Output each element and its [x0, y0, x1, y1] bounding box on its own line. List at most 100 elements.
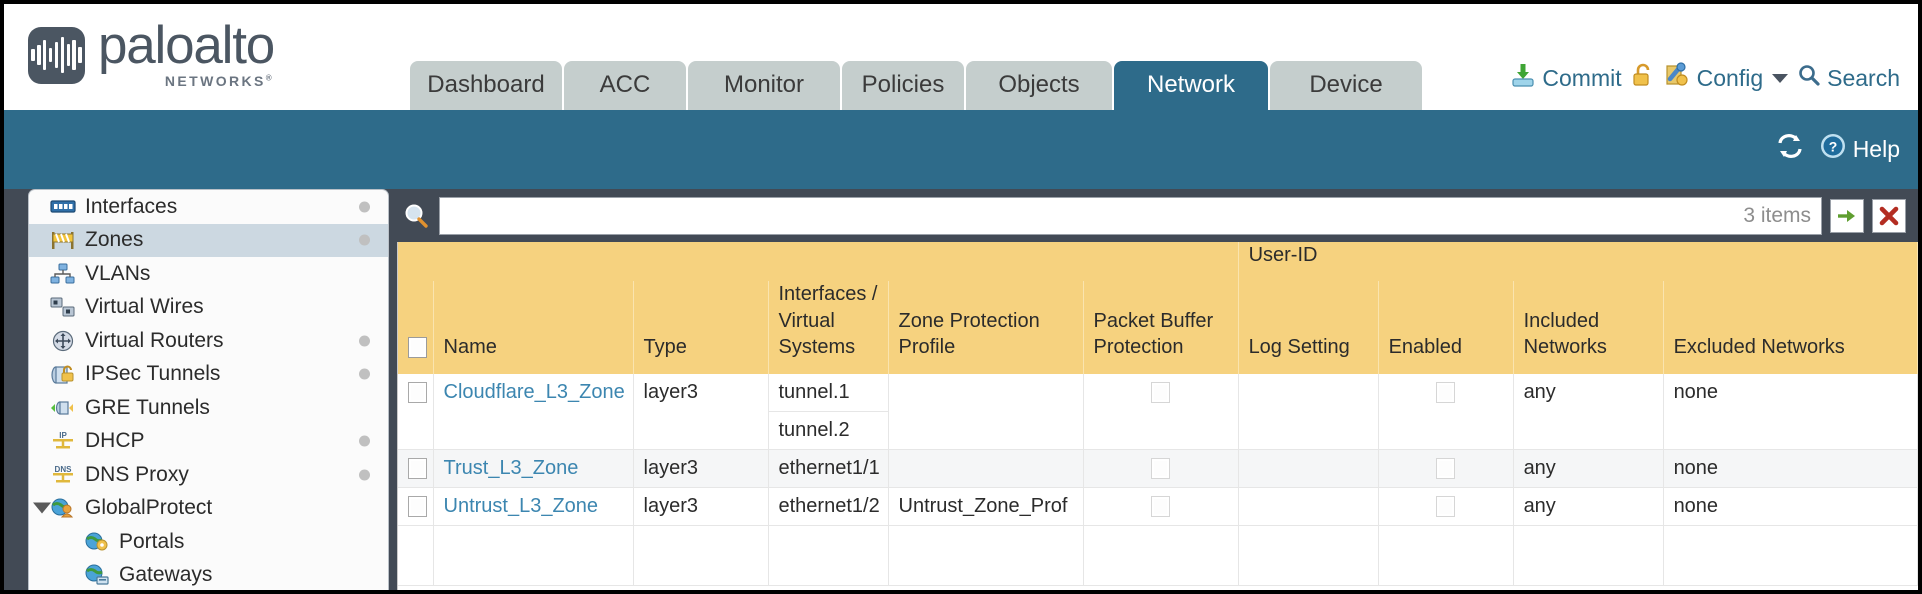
interfaces-icon: [50, 196, 76, 218]
svg-text:IP: IP: [59, 431, 67, 440]
row-select-cell[interactable]: [398, 449, 434, 488]
zones-icon: [50, 229, 76, 251]
cell-packet-buffer-protection[interactable]: [1083, 373, 1239, 450]
lock-button[interactable]: [1631, 62, 1655, 94]
refresh-icon[interactable]: [1775, 133, 1805, 165]
cell-name[interactable]: Cloudflare_L3_Zone: [433, 373, 634, 450]
status-dot: [359, 368, 370, 380]
apply-filter-button[interactable]: [1830, 198, 1864, 233]
table-row[interactable]: Untrust_L3_Zone layer3 ethernet1/2 Untru…: [398, 487, 1918, 526]
commit-button[interactable]: Commit: [1510, 62, 1622, 94]
sidebar-item-dhcp[interactable]: IP DHCP: [29, 425, 388, 459]
tab-objects[interactable]: Objects: [966, 61, 1112, 110]
packet-buffer-protection-checkbox[interactable]: [1151, 495, 1171, 517]
table-row[interactable]: Cloudflare_L3_Zone layer3 tunnel.1 tunne…: [398, 373, 1918, 450]
tab-policies[interactable]: Policies: [842, 61, 964, 110]
sidebar-item-virtual-wires[interactable]: Virtual Wires: [29, 291, 388, 325]
search-label: Search: [1827, 64, 1900, 91]
cell-included-networks: any: [1513, 487, 1664, 526]
tab-monitor[interactable]: Monitor: [688, 61, 840, 110]
sidebar-item-gre-tunnels[interactable]: GRE Tunnels: [29, 391, 388, 425]
cell-userid-enabled[interactable]: [1378, 449, 1514, 488]
row-select-cell[interactable]: [398, 487, 434, 526]
column-header-packet-buffer-protection[interactable]: Packet Buffer Protection: [1083, 281, 1239, 374]
column-header-excluded-networks[interactable]: Excluded Networks: [1663, 281, 1918, 374]
sidebar-item-label: VLANs: [85, 261, 151, 285]
column-header-type[interactable]: Type: [633, 281, 769, 374]
config-menu[interactable]: Config: [1664, 62, 1789, 94]
cell-excluded-networks: none: [1663, 487, 1918, 526]
cell-interfaces: tunnel.1 tunnel.2: [768, 373, 889, 450]
items-count-label: 3 items: [1743, 203, 1811, 227]
chevron-down-icon[interactable]: [1772, 73, 1789, 83]
cell-userid-enabled[interactable]: [1378, 373, 1514, 450]
zones-table: User-ID Name Type Interfaces / Virtual S…: [398, 242, 1918, 586]
sidebar-item-interfaces[interactable]: Interfaces: [29, 190, 388, 224]
cell-zone-protection-profile: [888, 373, 1084, 450]
sidebar-item-ipsec-tunnels[interactable]: IPSec Tunnels: [29, 358, 388, 392]
column-header-name[interactable]: Name: [433, 281, 634, 374]
zone-link[interactable]: Trust_L3_Zone: [443, 456, 579, 479]
select-all-checkbox[interactable]: [408, 337, 427, 359]
help-button[interactable]: ? Help: [1819, 132, 1900, 166]
userid-enabled-checkbox[interactable]: [1436, 495, 1456, 517]
zone-link[interactable]: Cloudflare_L3_Zone: [443, 380, 625, 403]
column-header-interfaces[interactable]: Interfaces / Virtual Systems: [768, 281, 889, 374]
sidebar-item-label: DHCP: [85, 429, 145, 453]
tab-dashboard[interactable]: Dashboard: [410, 61, 562, 110]
row-checkbox[interactable]: [408, 457, 427, 479]
cell-packet-buffer-protection[interactable]: [1083, 487, 1239, 526]
sidebar-item-vlans[interactable]: VLANs: [29, 257, 388, 291]
table-row[interactable]: Trust_L3_Zone layer3 ethernet1/1: [398, 449, 1918, 488]
status-dot: [359, 335, 370, 347]
tab-acc[interactable]: ACC: [564, 61, 686, 110]
row-checkbox[interactable]: [408, 495, 427, 517]
status-dot: [359, 469, 370, 481]
cell-interfaces: ethernet1/2: [768, 487, 889, 526]
search-input[interactable]: 3 items: [439, 196, 1822, 235]
sidebar-item-zones[interactable]: Zones: [29, 223, 388, 257]
cell-zone-protection-profile: Untrust_Zone_Prof: [888, 487, 1084, 526]
column-header-enabled[interactable]: Enabled: [1378, 281, 1514, 374]
sidebar-item-label: Zones: [85, 228, 144, 252]
svg-text:?: ?: [1828, 139, 1837, 155]
filter-search-icon[interactable]: [401, 201, 431, 231]
filler-cell: [433, 525, 634, 586]
cell-name[interactable]: Untrust_L3_Zone: [433, 487, 634, 526]
userid-enabled-checkbox[interactable]: [1436, 381, 1456, 403]
column-header-included-networks[interactable]: Included Networks: [1513, 281, 1664, 374]
cell-packet-buffer-protection[interactable]: [1083, 449, 1239, 488]
sidebar-item-label: Gateways: [119, 563, 213, 587]
tab-device[interactable]: Device: [1270, 61, 1422, 110]
cell-userid-enabled[interactable]: [1378, 487, 1514, 526]
sidebar-item-virtual-routers[interactable]: Virtual Routers: [29, 324, 388, 358]
svg-text:DNS: DNS: [55, 465, 73, 474]
search-button[interactable]: Search: [1797, 63, 1900, 93]
packet-buffer-protection-checkbox[interactable]: [1151, 381, 1171, 403]
cell-excluded-networks: none: [1663, 373, 1918, 450]
column-header-log-setting[interactable]: Log Setting: [1238, 281, 1379, 374]
row-checkbox[interactable]: [408, 381, 427, 403]
interface-entry: tunnel.1: [768, 374, 888, 412]
filler-cell: [1083, 525, 1239, 586]
packet-buffer-protection-checkbox[interactable]: [1151, 457, 1171, 479]
select-all-header[interactable]: [398, 281, 434, 374]
sidebar-item-globalprotect[interactable]: GlobalProtect: [29, 492, 388, 526]
userid-enabled-checkbox[interactable]: [1436, 457, 1456, 479]
tab-network[interactable]: Network: [1114, 61, 1268, 110]
cell-included-networks: any: [1513, 449, 1664, 488]
column-header-zone-protection-profile[interactable]: Zone Protection Profile: [888, 281, 1084, 374]
commit-label: Commit: [1542, 64, 1622, 91]
clear-filter-button[interactable]: [1872, 198, 1906, 233]
sidebar-item-dns-proxy[interactable]: DNS DNS Proxy: [29, 458, 388, 492]
expand-triangle-icon[interactable]: [33, 502, 51, 514]
sidebar-item-label: Virtual Routers: [85, 328, 224, 352]
sidebar-item-gateways[interactable]: Gateways: [29, 559, 388, 591]
portals-icon: [84, 531, 110, 553]
zone-link[interactable]: Untrust_L3_Zone: [443, 494, 599, 517]
gateways-icon: [84, 564, 110, 586]
virtual-routers-icon: [50, 330, 76, 352]
sidebar-item-portals[interactable]: Portals: [29, 525, 388, 559]
cell-name[interactable]: Trust_L3_Zone: [433, 449, 634, 488]
row-select-cell[interactable]: [398, 373, 434, 450]
